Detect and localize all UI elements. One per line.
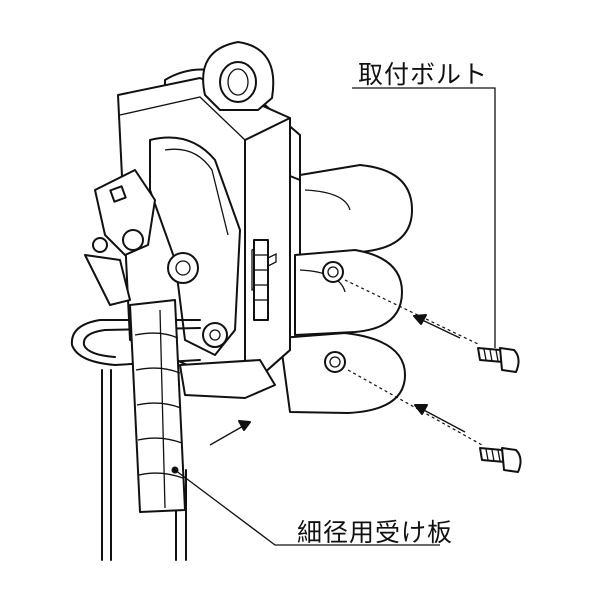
rope-guide bbox=[129, 299, 186, 513]
cam-lever bbox=[149, 136, 241, 356]
bolt-sockets bbox=[322, 261, 346, 373]
body-base bbox=[179, 359, 276, 399]
direction-arrows bbox=[209, 314, 466, 446]
handle-mechanism bbox=[84, 169, 156, 306]
bolt-upper bbox=[477, 347, 520, 373]
small-diameter-plate-label: 細径用受け板 bbox=[297, 518, 454, 547]
bolt-lower bbox=[479, 447, 522, 473]
u-bar-guide bbox=[70, 319, 201, 366]
rear-brackets bbox=[279, 164, 413, 414]
leader-plate bbox=[174, 469, 440, 546]
leader-bolt bbox=[352, 87, 496, 348]
lifting-eye bbox=[202, 41, 275, 111]
install-line-upper bbox=[344, 279, 481, 346]
install-line-lower bbox=[347, 369, 483, 446]
mounting-bolt-label: 取付ボルト bbox=[358, 60, 489, 89]
